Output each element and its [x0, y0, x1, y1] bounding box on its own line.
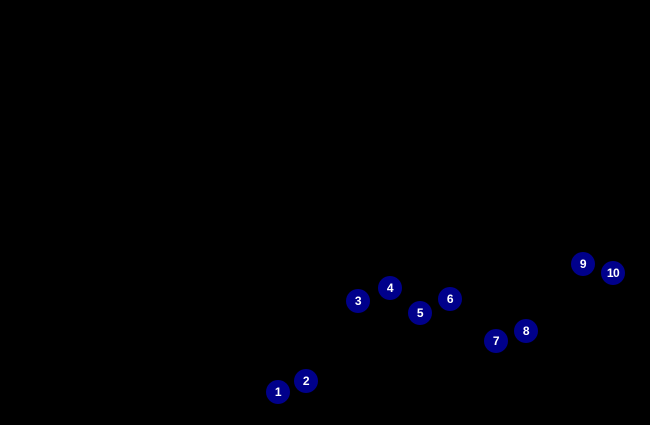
- som-marker-10[interactable]: 10: [601, 261, 625, 285]
- som-marker-label: 7: [492, 334, 500, 348]
- som-marker-label: 4: [386, 281, 394, 295]
- som-marker-6[interactable]: 6: [438, 287, 462, 311]
- som-marker-label: 6: [446, 292, 454, 306]
- som-marker-label: 2: [302, 374, 310, 388]
- som-marker-label: 8: [522, 324, 530, 338]
- som-marker-label: 9: [579, 257, 587, 271]
- som-marker-label: 3: [354, 294, 362, 308]
- som-marker-2[interactable]: 2: [294, 369, 318, 393]
- som-marker-1[interactable]: 1: [266, 380, 290, 404]
- som-marker-9[interactable]: 9: [571, 252, 595, 276]
- som-marker-label: 10: [606, 266, 620, 280]
- som-marker-4[interactable]: 4: [378, 276, 402, 300]
- som-marker-5[interactable]: 5: [408, 301, 432, 325]
- som-marker-3[interactable]: 3: [346, 289, 370, 313]
- som-marker-8[interactable]: 8: [514, 319, 538, 343]
- som-marker-7[interactable]: 7: [484, 329, 508, 353]
- som-marker-label: 1: [274, 385, 282, 399]
- som-marker-label: 5: [416, 306, 424, 320]
